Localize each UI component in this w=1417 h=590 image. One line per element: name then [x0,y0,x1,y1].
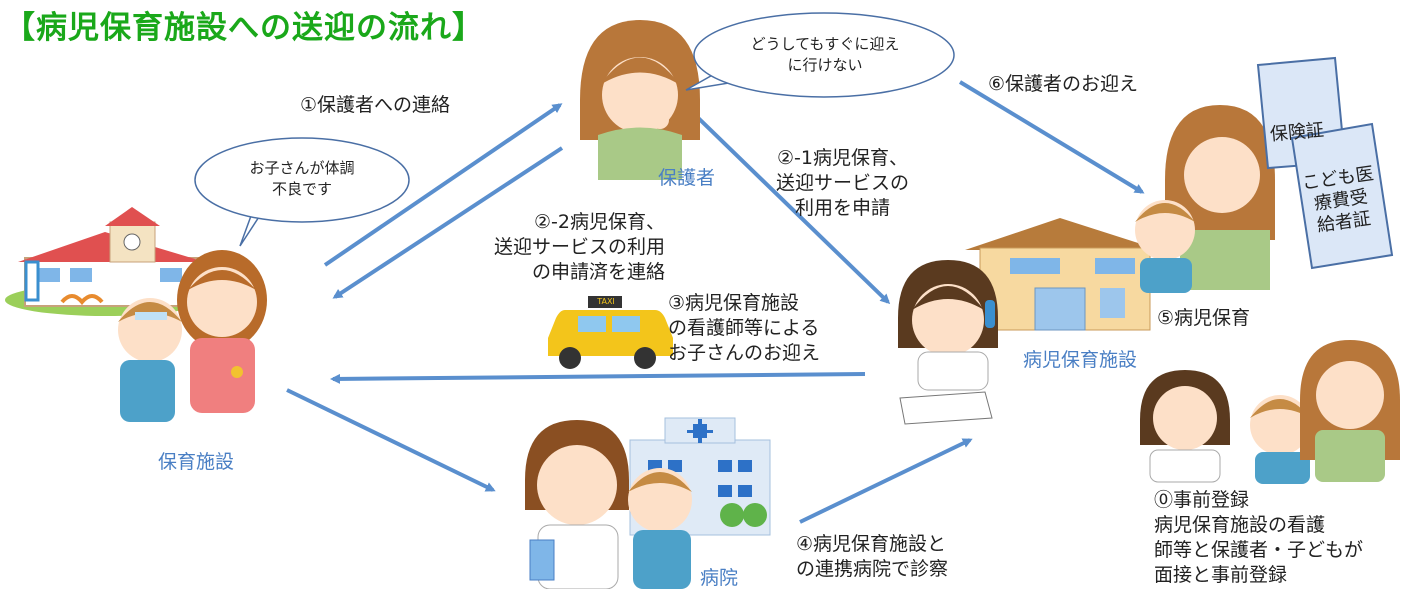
page-title: 【病児保育施設への送迎の流れ】 [4,10,484,46]
step2-2-label: ②-2病児保育、送迎サービスの利用の申請済を連絡 [493,211,665,283]
parent-bubble-text: どうしてもすぐに迎えに行けない [750,35,900,74]
step6-label: ⑥保護者のお迎え [988,73,1139,95]
step4-label: ④病児保育施設との連携病院で診察 [796,533,949,580]
preregistration-nurse-illustration [1140,370,1230,483]
medical-card-text: こども医療費受給者証 [1300,163,1375,237]
arrow-step3 [330,372,866,384]
nursery-teacher-illustration [177,250,267,413]
taxi-illustration [548,296,673,369]
nurse-illustration [898,260,998,425]
nursery-label: 保育施設 [158,451,235,473]
step5-label: ⑤病児保育 [1157,307,1251,329]
medical-card-doc [1290,122,1394,270]
parent-speech-bubble [685,12,955,98]
step0-label: ⓪事前登録病児保育施設の看護師等と保護者・子どもが面接と事前登録 [1154,489,1364,586]
nursery-bubble-text: お子さんが体調不良です [249,159,355,198]
parent-illustration [580,20,700,180]
nursery-building [5,207,205,316]
arrow-step4 [799,438,973,524]
arrow-step2-1 [688,108,891,305]
step3-label: ③病児保育施設の看護師等によるお子さんのお迎え [668,292,821,364]
hospital-nurse-illustration [525,420,629,589]
facility-label: 病児保育施設 [1023,349,1138,371]
preregistration-child-illustration [1250,395,1310,484]
hospital-child-illustration [628,468,692,589]
step2-1-label: ②-1病児保育、送迎サービスの利用を申請 [776,147,910,219]
step1-label: ①保護者への連絡 [300,94,451,116]
taxi-sign: TAXI [597,297,615,306]
preregistration-parent-illustration [1300,340,1400,482]
nursery-speech-bubble [194,137,410,247]
hospital-label: 病院 [700,567,739,589]
pickup-parent-illustration [1165,105,1275,290]
parent-label: 保護者 [658,167,716,189]
pickup-child-illustration [1135,200,1195,293]
sick-child-illustration [118,298,182,422]
arrow-step2-2 [332,146,564,299]
arrow-step6 [958,80,1145,194]
arrow-to-hospital [286,388,496,492]
facility-building [965,218,1160,331]
arrow-step1 [323,103,563,267]
insurance-card-text: 保険証 [1269,119,1325,146]
